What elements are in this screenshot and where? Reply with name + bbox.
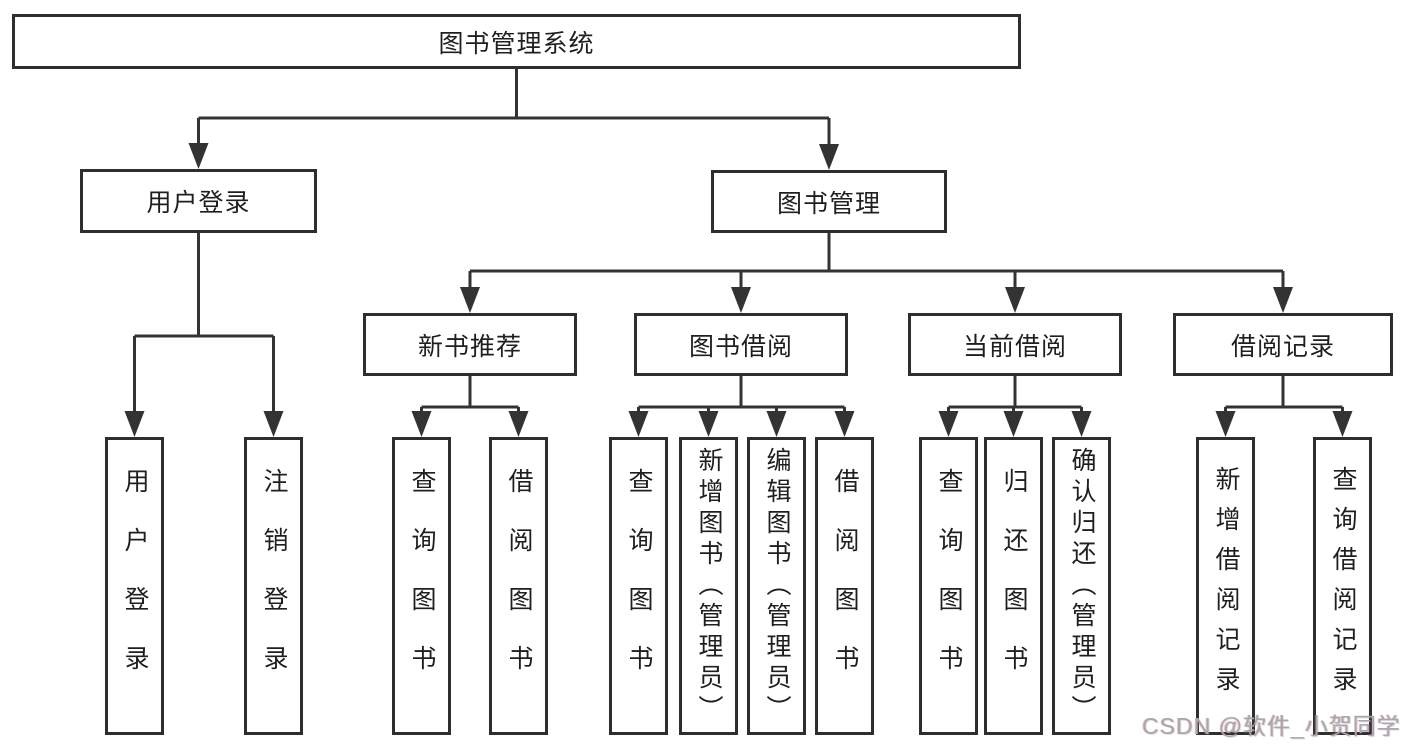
node-bor-add-book: 新增图书（管理员） xyxy=(679,437,738,735)
arrowhead xyxy=(1332,411,1353,437)
node-label: 归还图书 xyxy=(1000,468,1028,704)
arrowhead xyxy=(819,144,839,170)
node-label: 图书管理系统 xyxy=(438,29,595,58)
node-record-add: 新增借阅记录 xyxy=(1196,437,1255,735)
node-current-borrow: 当前借阅 xyxy=(908,313,1122,376)
node-book-mgmt: 图书管理 xyxy=(711,170,947,233)
node-book-borrow: 图书借阅 xyxy=(634,313,848,376)
node-label: 图书管理 xyxy=(776,189,881,218)
arrowhead xyxy=(1003,411,1024,437)
node-label: 查询借阅记录 xyxy=(1329,466,1357,706)
node-label: 新增借阅记录 xyxy=(1212,466,1240,706)
arrowhead xyxy=(411,411,432,437)
arrowhead xyxy=(938,411,959,437)
node-label: 新书推荐 xyxy=(417,332,522,361)
node-label: 借阅图书 xyxy=(831,468,859,704)
node-bor-edit-book: 编辑图书（管理员） xyxy=(747,437,806,735)
node-label: 借阅图书 xyxy=(505,468,533,704)
arrowhead xyxy=(766,411,787,437)
arrowhead xyxy=(628,411,649,437)
node-label: 注销登录 xyxy=(260,468,288,704)
node-rec-borrow-book: 借阅图书 xyxy=(489,437,548,735)
arrowhead xyxy=(698,411,719,437)
arrowhead xyxy=(508,411,529,437)
node-label: 借阅记录 xyxy=(1230,332,1335,361)
node-label: 查询图书 xyxy=(625,468,653,704)
arrowhead xyxy=(124,411,145,437)
node-login-user: 用户登录 xyxy=(105,437,164,735)
node-label: 图书借阅 xyxy=(688,332,793,361)
arrowhead xyxy=(834,411,855,437)
node-label: 新增图书（管理员） xyxy=(695,446,723,726)
node-label: 当前借阅 xyxy=(962,332,1067,361)
node-label: 查询图书 xyxy=(408,468,436,704)
node-bor-borrow-book: 借阅图书 xyxy=(815,437,874,735)
node-label: 查询图书 xyxy=(935,468,963,704)
arrowhead xyxy=(263,411,284,437)
node-bor-query-book: 查询图书 xyxy=(609,437,668,735)
node-cur-confirm: 确认归还（管理员） xyxy=(1052,437,1111,735)
node-new-book-rec: 新书推荐 xyxy=(363,313,577,376)
arrowhead xyxy=(460,287,480,313)
node-rec-query-book: 查询图书 xyxy=(392,437,451,735)
node-cur-return-book: 归还图书 xyxy=(984,437,1043,735)
arrowhead xyxy=(1215,411,1236,437)
node-label: 编辑图书（管理员） xyxy=(763,446,791,726)
node-login-logout: 注销登录 xyxy=(244,437,303,735)
arrowhead xyxy=(731,287,751,313)
arrowhead xyxy=(1005,287,1025,313)
node-label: 确认归还（管理员） xyxy=(1068,446,1096,726)
arrowhead xyxy=(1273,287,1293,313)
arrowhead xyxy=(188,143,209,169)
arrowhead xyxy=(1071,411,1092,437)
node-record-query: 查询借阅记录 xyxy=(1313,437,1372,735)
watermark: CSDN @软件_小贺同学 xyxy=(1142,713,1401,739)
node-borrow-record: 借阅记录 xyxy=(1173,313,1393,376)
node-cur-query-book: 查询图书 xyxy=(919,437,978,735)
node-label: 用户登录 xyxy=(121,468,149,704)
node-user-login: 用户登录 xyxy=(80,169,317,233)
node-root: 图书管理系统 xyxy=(12,14,1021,69)
node-label: 用户登录 xyxy=(146,189,251,217)
